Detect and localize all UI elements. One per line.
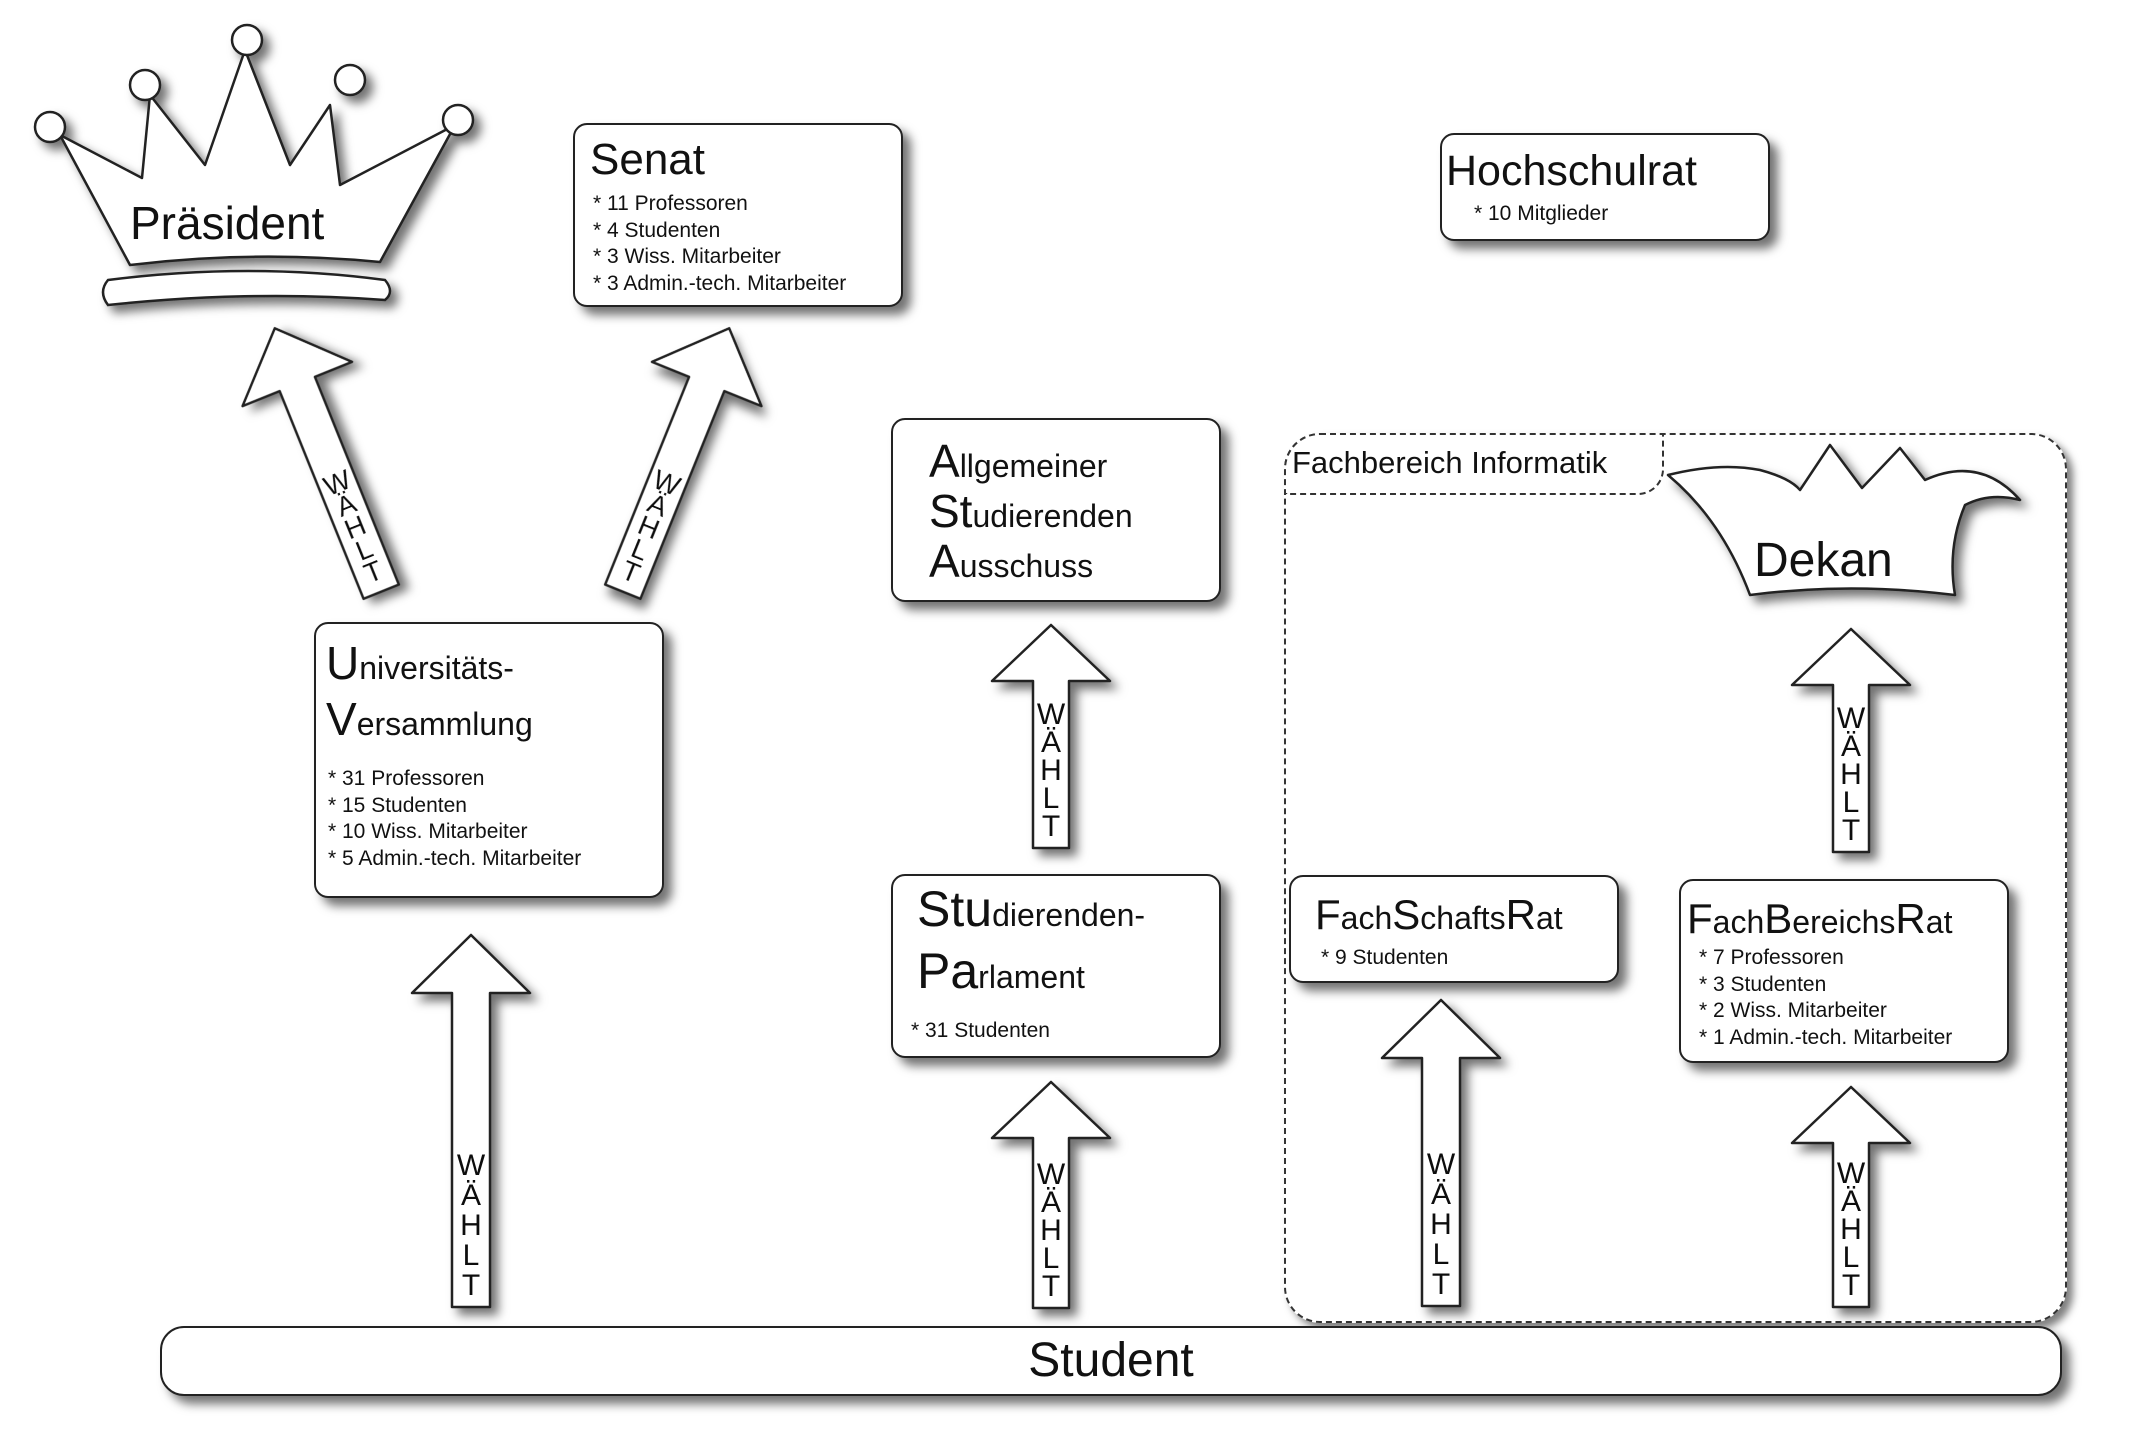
arrow-label-letter: T: [1842, 1269, 1860, 1302]
arrow-label-letter: L: [463, 1239, 480, 1272]
member-line: * 31 Studenten: [911, 1019, 1050, 1042]
asta-line-2: Studierenden: [929, 485, 1133, 537]
asta-line-1: Allgemeiner: [929, 435, 1108, 487]
arrow-label-letter: L: [1043, 1242, 1060, 1275]
studierendenparlament-box: Studierenden- Parlament * 31 Studenten: [891, 874, 1221, 1058]
student-bar: Student: [160, 1326, 2062, 1396]
fachbereichsrat-box: FachBereichsRat * 7 Professoren * 3 Stud…: [1679, 879, 2009, 1063]
arrow-label-letter: H: [1840, 758, 1862, 791]
arrow-shape: [241, 327, 401, 601]
arrow-label-letter: W: [1837, 1157, 1866, 1190]
member-line: * 10 Mitglieder: [1474, 202, 1609, 225]
arrow-label-letter: L: [1843, 1241, 1860, 1274]
arrow-shape: [603, 327, 763, 601]
senat-members: * 11 Professoren * 4 Studenten * 3 Wiss.…: [593, 191, 846, 297]
senat-box: Senat * 11 Professoren * 4 Studenten * 3…: [573, 123, 903, 307]
uv-line-1: Universitäts-: [326, 637, 514, 689]
uv-members: * 31 Professoren * 15 Studenten * 10 Wis…: [328, 766, 581, 872]
member-line: * 15 Studenten: [328, 793, 467, 817]
fachbereich-label: Fachbereich Informatik: [1292, 445, 1608, 480]
member-line: * 31 Professoren: [328, 767, 485, 790]
arrow-label-letter: H: [1840, 1213, 1862, 1246]
hochschulrat-members: * 10 Mitglieder: [1474, 201, 1608, 228]
arrow-label-letter: W: [1037, 698, 1066, 731]
arrow-label-letter: H: [1040, 754, 1062, 787]
arrow-shape: [990, 623, 1112, 850]
universitaetsversammlung-box: Universitäts- Versammlung * 31 Professor…: [314, 622, 664, 898]
arrow-label-letter: T: [1842, 814, 1860, 847]
fbr-members: * 7 Professoren * 3 Studenten * 2 Wiss. …: [1699, 945, 1952, 1051]
member-line: * 9 Studenten: [1321, 946, 1449, 969]
stupa-line-2: Parlament: [917, 943, 1085, 999]
arrow-label-letter: L: [1433, 1238, 1450, 1271]
arrow-label-letter: T: [1042, 810, 1060, 843]
stupa-members: * 31 Studenten: [911, 1018, 1050, 1045]
asta-line-3: Ausschuss: [929, 535, 1094, 587]
arrow-label-letter: Ä: [1841, 730, 1861, 763]
arrow-label-letter: Ä: [1431, 1178, 1451, 1211]
member-line: * 3 Studenten: [1699, 972, 1827, 996]
arrow-label-letter: W: [1427, 1148, 1456, 1181]
arrow-label-letter: Ä: [1041, 726, 1061, 759]
arrow-shape: [410, 933, 532, 1309]
hochschulrat-box: Hochschulrat * 10 Mitglieder: [1440, 133, 1770, 241]
arrow-label-letter: Ä: [461, 1179, 481, 1212]
fachbereich-label-box: Fachbereich Informatik: [1284, 433, 1664, 495]
member-line: * 7 Professoren: [1699, 946, 1844, 969]
fsr-title: FachSchaftsRat: [1315, 891, 1563, 938]
jester-hat-icon: [1666, 443, 2022, 597]
arrow-label-letter: L: [1843, 786, 1860, 819]
member-line: * 5 Admin.-tech. Mitarbeiter: [328, 846, 582, 870]
member-line: * 10 Wiss. Mitarbeiter: [328, 820, 528, 843]
arrow-label-letter: T: [462, 1269, 480, 1302]
arrow-label-letter: Ä: [1841, 1185, 1861, 1218]
arrow-label-letter: H: [1430, 1208, 1452, 1241]
stupa-line-1: Studierenden-: [917, 881, 1146, 937]
uv-line-2: Versammlung: [326, 693, 533, 745]
asta-box: Allgemeiner Studierenden Ausschuss: [891, 418, 1221, 602]
arrow-shape: [1790, 627, 1912, 854]
senat-title: Senat: [590, 135, 705, 184]
member-line: * 1 Admin.-tech. Mitarbeiter: [1699, 1025, 1953, 1049]
member-line: * 2 Wiss. Mitarbeiter: [1699, 999, 1887, 1022]
crown-icon: [33, 23, 475, 307]
fbr-title: FachBereichsRat: [1687, 895, 1953, 942]
hochschulrat-title: Hochschulrat: [1446, 147, 1697, 195]
arrow-shape: [1380, 998, 1502, 1308]
member-line: * 4 Studenten: [593, 218, 721, 242]
arrow-label-letter: W: [457, 1149, 486, 1182]
arrow-label-letter: T: [1042, 1270, 1060, 1303]
arrow-label-letter: W: [1837, 702, 1866, 735]
arrow-shape: [990, 1080, 1112, 1310]
fsr-members: * 9 Studenten: [1321, 945, 1448, 972]
arrow-label-letter: T: [1432, 1268, 1450, 1301]
member-line: * 3 Wiss. Mitarbeiter: [593, 245, 781, 268]
fachbereich-frame: [1284, 433, 2067, 1323]
arrow-label-letter: W: [1037, 1158, 1066, 1191]
arrow-label-letter: Ä: [1041, 1186, 1061, 1219]
fachschaftsrat-box: FachSchaftsRat * 9 Studenten: [1289, 875, 1619, 983]
praesident-label: Präsident: [130, 197, 325, 249]
dekan-label: Dekan: [1754, 534, 1893, 587]
arrow-shape: [1790, 1085, 1912, 1309]
arrow-label-letter: H: [1040, 1214, 1062, 1247]
member-line: * 3 Admin.-tech. Mitarbeiter: [593, 271, 847, 295]
arrow-label-letter: L: [1043, 782, 1060, 815]
arrow-label-letter: H: [460, 1209, 482, 1242]
member-line: * 11 Professoren: [593, 192, 748, 215]
